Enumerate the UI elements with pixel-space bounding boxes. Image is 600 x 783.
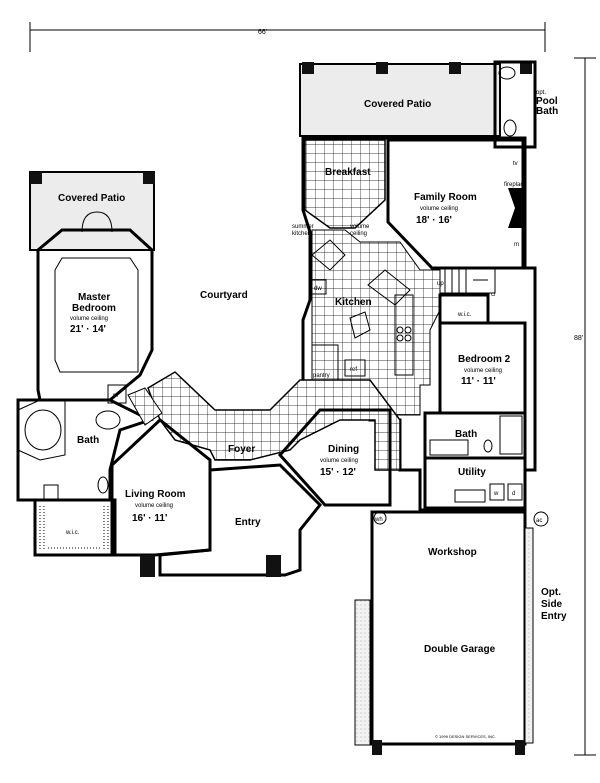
wic-master-label: w.i.c. — [65, 530, 80, 536]
dining-note: volume ceiling — [320, 458, 358, 464]
kitchen-volume-label-1: volume — [350, 224, 370, 230]
master-note: volume ceiling — [70, 316, 108, 322]
patio-column — [449, 62, 461, 74]
dining-label: Dining — [328, 444, 359, 455]
garage-column — [372, 740, 382, 755]
kitchen-island-top — [367, 269, 411, 306]
summer-kitchen-label-1: summer — [292, 224, 314, 230]
kitchen-island — [394, 294, 414, 376]
kitchen-label: Kitchen — [335, 297, 372, 308]
master-size: 21' · 14' — [70, 324, 106, 335]
patio-column — [302, 62, 314, 74]
pool-bath — [493, 60, 537, 149]
kitchen-sink — [349, 311, 371, 339]
covered-patio-top — [299, 63, 501, 137]
closet-rods — [39, 506, 109, 550]
copyright-label: © 1999 DESIGN SERVICES, INC. — [435, 734, 496, 739]
kitchen-volume-label-2: ceiling — [350, 231, 367, 237]
entry-column — [266, 555, 281, 577]
wh-label: wh — [374, 517, 383, 523]
living-room-label: Living Room — [125, 489, 186, 500]
workshop-label: Workshop — [428, 547, 477, 558]
bedroom2-label: Bedroom 2 — [458, 354, 511, 365]
dining-size: 15' · 12' — [320, 467, 356, 478]
garage-side-apron — [354, 599, 371, 746]
dw-label: dw — [314, 286, 322, 292]
bedroom2-size: 11' · 11' — [461, 376, 496, 387]
opt-side-entry-label-3: Entry — [541, 611, 567, 622]
tv-label: tv — [513, 161, 518, 167]
family-room-size: 18' · 16' — [416, 215, 452, 226]
master-bath — [16, 398, 154, 502]
bath-master-label: Bath — [77, 435, 99, 446]
width-dimension-line — [29, 22, 546, 52]
utility — [423, 456, 527, 510]
refrigerator — [344, 359, 366, 377]
width-dimension-label: 66' — [258, 29, 267, 36]
living-note: volume ceiling — [135, 503, 173, 509]
pantry-label: pantry — [313, 373, 330, 379]
living-size: 16' · 11' — [132, 513, 167, 524]
up-label: up — [437, 281, 444, 287]
double-garage-label: Double Garage — [424, 644, 496, 655]
gallery-corridor — [147, 371, 401, 471]
summer-kitchen-counter — [311, 239, 346, 271]
depth-dimension-line — [574, 57, 596, 756]
opt-side-entry-label-2: Side — [541, 599, 563, 610]
ac-label: ac — [536, 518, 542, 524]
wic-bed2-label: w.i.c. — [457, 312, 472, 318]
covered-patio-left — [29, 171, 155, 251]
covered-patio-top-label: Covered Patio — [364, 99, 431, 110]
depth-dimension-label: 88' — [574, 335, 583, 342]
patio-column — [143, 172, 155, 184]
bath-label: Bath — [536, 106, 558, 117]
entry-label: Entry — [235, 517, 261, 528]
master-wic — [33, 498, 117, 557]
patio-column — [30, 172, 42, 184]
fireplace-label: fireplace — [504, 182, 527, 188]
patio-column — [520, 62, 532, 74]
breakfast-label: Breakfast — [325, 167, 371, 178]
fireplace-icon — [508, 188, 523, 228]
patio-column — [376, 62, 388, 74]
family-room-note: volume ceiling — [420, 206, 458, 212]
stairs — [439, 267, 496, 294]
dining-room — [277, 408, 392, 507]
garage-column — [515, 740, 525, 755]
dishwasher — [311, 279, 327, 295]
utility-label: Utility — [458, 467, 486, 478]
pool-label: Pool — [536, 96, 558, 107]
cl-label: cl — [491, 292, 495, 298]
w-label: w — [493, 491, 499, 497]
washer — [489, 483, 505, 501]
courtyard-label: Courtyard — [200, 290, 248, 301]
foyer-label: Foyer — [228, 444, 255, 455]
entry — [158, 463, 323, 577]
d-label: d — [512, 491, 515, 497]
opt-label: opt. — [536, 90, 546, 96]
master-label-1: Master — [78, 292, 110, 303]
summer-kitchen-label-2: kitchen — [292, 231, 311, 237]
family-room-label: Family Room — [414, 192, 477, 203]
family-room — [386, 138, 525, 270]
breakfast-area — [304, 139, 386, 229]
ref-label: ref — [350, 367, 357, 373]
garage-door — [524, 527, 534, 744]
master-label-2: Bedroom — [72, 303, 116, 314]
master-bedroom — [36, 228, 154, 402]
m-master-label: m — [113, 393, 118, 399]
bath-right-label: Bath — [455, 429, 477, 440]
entry-column — [140, 555, 155, 577]
m-family-label: m — [514, 242, 519, 248]
bedroom2-wic — [438, 293, 490, 325]
covered-patio-left-label: Covered Patio — [58, 193, 125, 204]
ac-unit — [533, 511, 549, 527]
dryer — [507, 483, 523, 501]
bedroom2-note: volume ceiling — [464, 368, 502, 374]
opt-side-entry-label-1: Opt. — [541, 587, 561, 598]
